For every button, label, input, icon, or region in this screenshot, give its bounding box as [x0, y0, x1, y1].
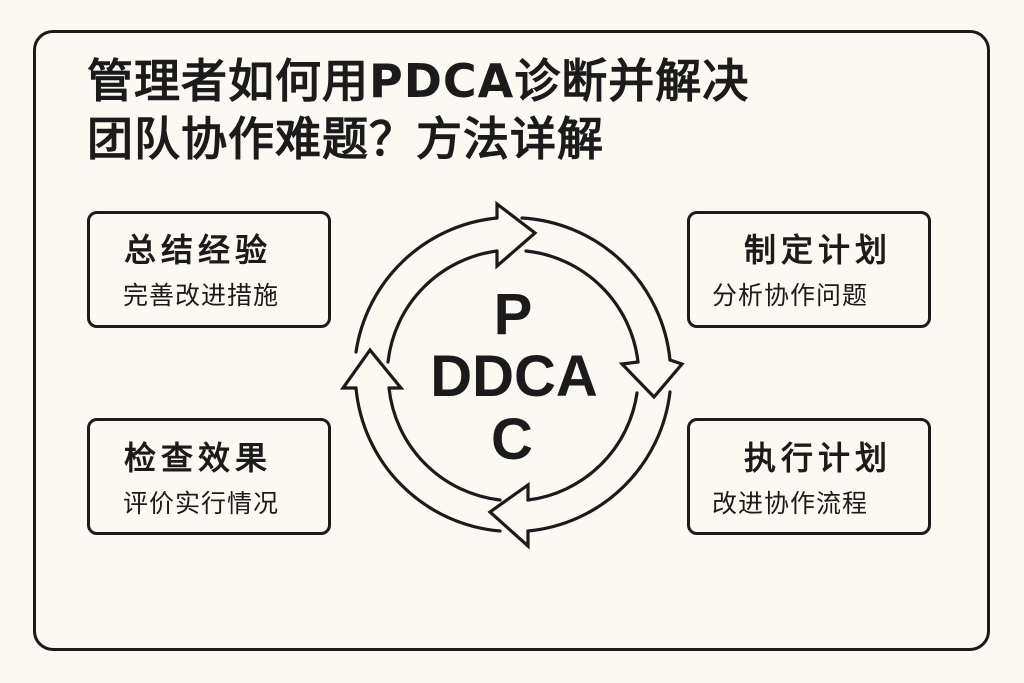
card-do: 执行计划 改进协作流程: [687, 418, 931, 535]
card-check: 检查效果 评价实行情况: [87, 418, 331, 535]
card-plan: 制定计划 分析协作问题: [687, 211, 931, 328]
card-check-heading: 检查效果: [124, 439, 273, 477]
card-check-subtext: 评价实行情况: [123, 489, 280, 518]
card-do-heading: 执行计划: [744, 439, 893, 477]
card-plan-heading: 制定计划: [744, 231, 893, 269]
card-do-subtext: 改进协作流程: [712, 489, 869, 518]
outer-frame: [33, 30, 990, 651]
card-plan-subtext: 分析协作问题: [712, 281, 869, 310]
title-line-1: 管理者如何用PDCA诊断并解决: [87, 54, 750, 108]
card-act: 总结经验 完善改进措施: [87, 211, 331, 328]
page-title: 管理者如何用PDCA诊断并解决 团队协作难题？方法详解: [87, 52, 749, 168]
title-line-2: 团队协作难题？方法详解: [87, 112, 604, 166]
card-act-heading: 总结经验: [124, 231, 273, 269]
card-act-subtext: 完善改进措施: [123, 281, 280, 310]
